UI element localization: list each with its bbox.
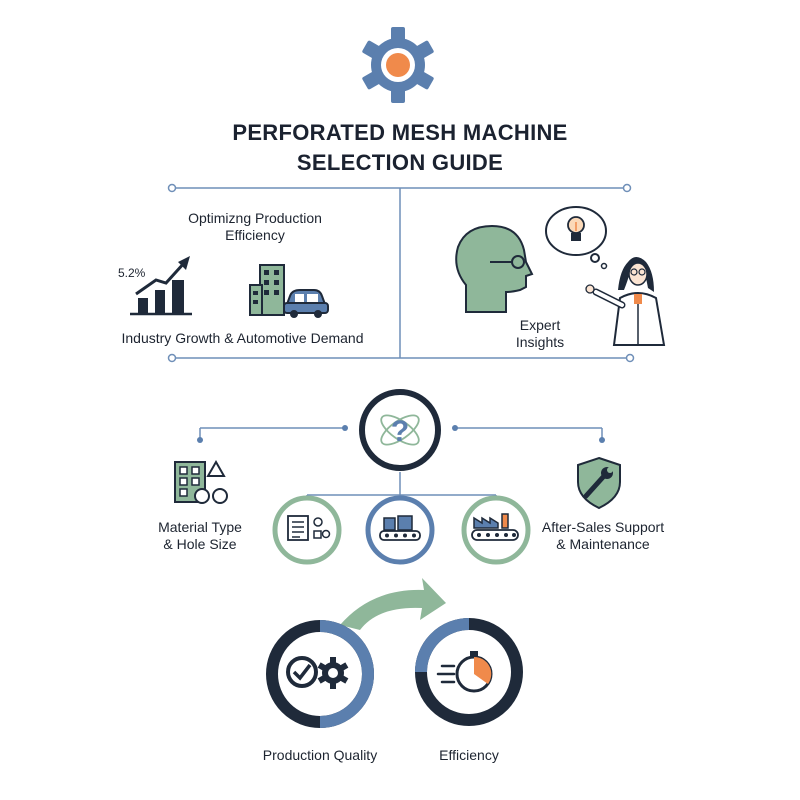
material-type-line-1: Material Type xyxy=(158,519,242,535)
expert-insights-line-1: Expert xyxy=(519,317,561,333)
material-type-label: Material Type & Hole Size xyxy=(140,519,260,553)
after-sales-support-line-2: & Maintenance xyxy=(556,536,650,552)
lightbulb-icon xyxy=(545,206,608,270)
factory-conveyor-icon xyxy=(365,495,435,565)
head-profile-icon xyxy=(455,224,534,313)
question-icon: ? xyxy=(359,389,441,471)
after-sales-support-line-1: After-Sales Support xyxy=(541,519,665,535)
material-type-line-2: & Hole Size xyxy=(163,536,237,552)
building-icon xyxy=(249,264,285,316)
growth-value: 5.2% xyxy=(118,266,146,280)
curved-arrow-icon xyxy=(340,578,446,630)
optimizing-heading-line-1: Optimizng Production xyxy=(188,210,322,226)
after-sales-support-label: After-Sales Support & Maintenance xyxy=(528,519,678,553)
scientist-icon xyxy=(585,257,666,346)
title-line-2: SELECTION GUIDE xyxy=(296,150,504,175)
top-frame xyxy=(172,187,630,359)
svg-text:?: ? xyxy=(391,415,409,448)
car-icon xyxy=(283,289,329,318)
efficiency-label: Efficiency xyxy=(439,747,499,763)
production-quality-label: Production Quality xyxy=(262,747,378,763)
expert-insights-line-2: Insights xyxy=(515,334,565,350)
industry-growth-caption: Industry Growth & Automotive Demand xyxy=(121,330,364,346)
growth-chart-icon xyxy=(130,256,192,316)
factory-conveyor-icon xyxy=(461,495,531,565)
page-title: PERFORATED MESH MACHINE SELECTION GUIDE xyxy=(0,118,800,178)
shapes-icon xyxy=(174,459,228,504)
stopwatch-icon xyxy=(415,618,523,726)
document-shapes-icon xyxy=(272,495,342,565)
expert-insights-caption: Expert Insights xyxy=(500,317,580,351)
optimizing-heading-line-2: Efficiency xyxy=(225,227,285,243)
quality-gear-icon xyxy=(266,620,374,728)
optimizing-heading: Optimizng Production Efficiency xyxy=(150,210,360,244)
gear-icon xyxy=(362,27,434,103)
shield-wrench-icon xyxy=(577,456,621,510)
title-line-1: PERFORATED MESH MACHINE xyxy=(232,120,568,145)
